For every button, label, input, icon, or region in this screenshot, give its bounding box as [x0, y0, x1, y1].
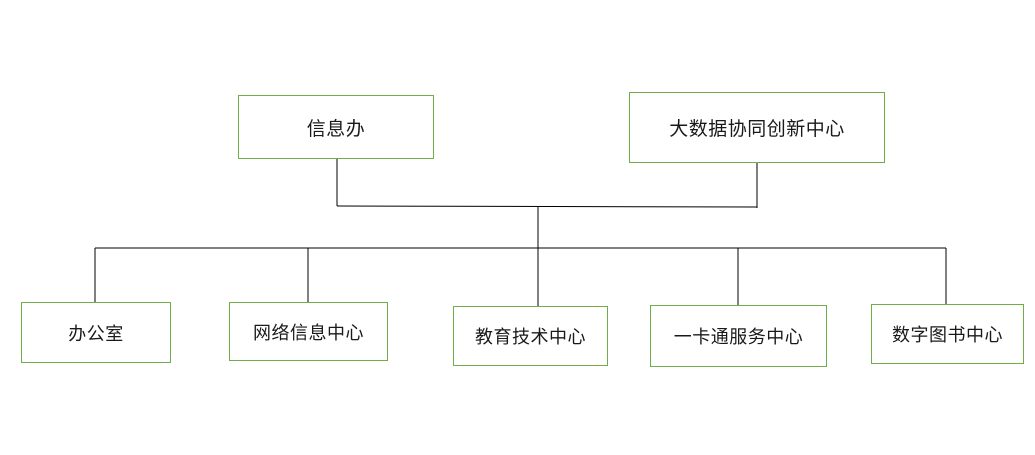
node-shuzi: 数字图书中心: [871, 304, 1024, 364]
connector-top-horizontal: [336, 205, 758, 208]
node-dashuju: 大数据协同创新中心: [629, 92, 885, 163]
node-wangluo: 网络信息中心: [229, 302, 388, 361]
node-bangongshi: 办公室: [21, 302, 171, 363]
node-xinxiban: 信息办: [238, 95, 434, 159]
node-yikatong: 一卡通服务中心: [650, 305, 827, 367]
node-bangongshi-label: 办公室: [68, 323, 124, 345]
node-dashuju-label: 大数据协同创新中心: [669, 118, 845, 140]
node-wangluo-label: 网络信息中心: [253, 322, 364, 344]
node-jiaoyu-label: 教育技术中心: [475, 327, 586, 348]
node-yikatong-label: 一卡通服务中心: [673, 327, 804, 348]
node-shuzi-label: 数字图书中心: [892, 325, 1003, 346]
node-jiaoyu: 教育技术中心: [453, 306, 608, 366]
node-xinxiban-label: 信息办: [306, 117, 366, 140]
